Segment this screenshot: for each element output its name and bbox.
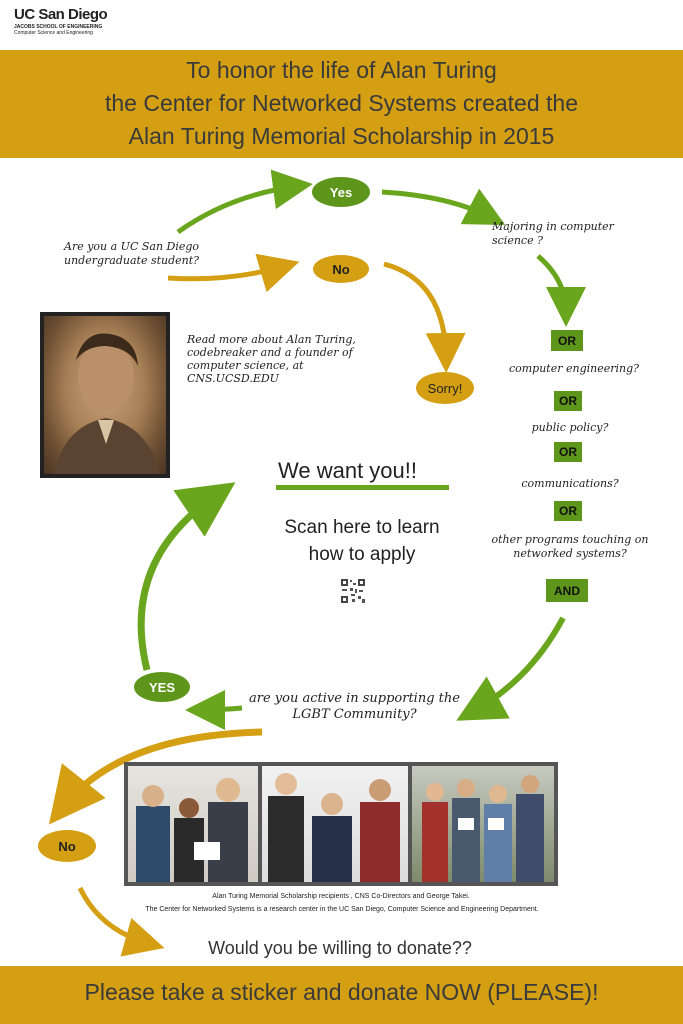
header-line-1: To honor the life of Alan Turing <box>186 57 497 83</box>
read-more-text: Read more about Alan Turing, codebreaker… <box>187 333 356 385</box>
logo-department: Computer Science and Engineering <box>14 30 93 36</box>
group-photo-1 <box>128 766 258 882</box>
arrow-to-yes <box>176 169 313 235</box>
scan-line-2: how to apply <box>308 544 416 565</box>
header-banner: To honor the life of Alan Turing the Cen… <box>0 50 683 158</box>
scan-instructions: Scan here to learn how to apply <box>262 514 462 568</box>
arrow-yes-to-center <box>137 482 236 671</box>
sorry-oval: Sorry! <box>416 372 474 404</box>
header-line-2: the Center for Networked Systems created… <box>105 90 578 116</box>
we-want-you-headline: We want you!! <box>278 458 417 483</box>
arrow-and-to-lgbt <box>456 616 566 721</box>
scan-line-1: Scan here to learn <box>284 517 440 538</box>
yes-oval-2: YES <box>134 672 190 702</box>
header-line-3: Alan Turing Memorial Scholarship in 2015 <box>128 123 555 149</box>
or-box-2: OR <box>554 391 582 411</box>
communications-label: communications? <box>521 477 619 490</box>
footer-banner-text: Please take a sticker and donate NOW (PL… <box>84 979 599 1005</box>
alan-turing-portrait <box>40 312 170 478</box>
donate-question: Would you be willing to donate?? <box>208 938 472 958</box>
yes-oval: Yes <box>312 177 370 207</box>
footer-banner: Please take a sticker and donate NOW (PL… <box>0 966 683 1024</box>
ucsd-logo: UC San Diego <box>14 6 108 23</box>
arrow-to-no <box>167 253 300 293</box>
arrow-no-to-donate <box>77 886 165 957</box>
photo-caption-1: Alan Turing Memorial Scholarship recipie… <box>212 893 470 900</box>
arrow-majoring-to-or <box>536 254 586 327</box>
headline-underline <box>276 485 449 490</box>
recipients-photo-strip <box>124 762 558 886</box>
logo-school: JACOBS SCHOOL OF ENGINEERING <box>14 24 103 30</box>
arrow-yes-to-majoring <box>381 188 506 225</box>
question-ucsd-student: Are you a UC San Diego undergraduate stu… <box>64 240 200 267</box>
majoring-question: Majoring in computer science ? <box>492 220 614 247</box>
qr-code[interactable] <box>340 578 366 604</box>
or-box-1: OR <box>551 330 583 351</box>
photo-caption-2: The Center for Networked Systems is a re… <box>145 906 539 913</box>
lgbt-question: are you active in supporting the LGBT Co… <box>249 691 460 722</box>
or-box-4: OR <box>554 501 582 521</box>
or-box-3: OR <box>554 442 582 462</box>
group-photo-2 <box>262 766 408 882</box>
other-programs-label: other programs touching on networked sys… <box>491 533 649 560</box>
no-oval: No <box>313 255 369 283</box>
public-policy-label: public policy? <box>531 421 609 434</box>
and-box: AND <box>546 579 588 602</box>
no-oval-2: No <box>38 830 96 862</box>
arrow-lgbt-to-no <box>48 728 263 825</box>
group-photo-3 <box>412 766 554 882</box>
arrow-no-to-sorry <box>383 261 466 373</box>
arrow-lgbt-to-yes <box>185 689 243 730</box>
computer-engineering-label: computer engineering? <box>508 362 640 375</box>
